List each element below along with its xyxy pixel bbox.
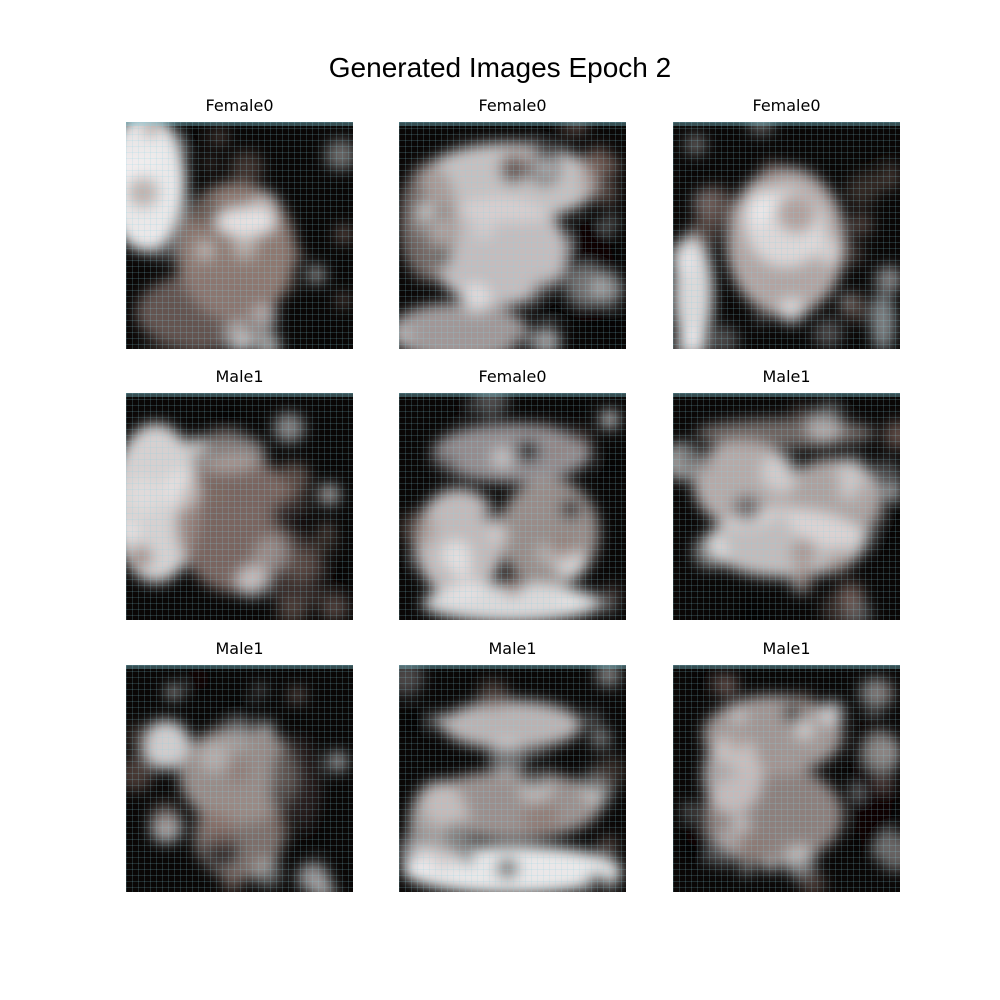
image-label: Female0 [478, 367, 547, 386]
generated-image [126, 122, 353, 349]
figure-title: Generated Images Epoch 2 [328, 52, 672, 83]
image-cell: Male1 [126, 639, 353, 892]
top-edge-tint [399, 665, 626, 669]
top-edge-tint [399, 393, 626, 397]
generated-face-image [673, 665, 900, 892]
image-label: Female0 [478, 96, 547, 115]
generated-image [673, 665, 900, 892]
generated-face-image [673, 393, 900, 620]
image-label: Male1 [215, 639, 264, 658]
checkerboard-artifact-overlay [399, 665, 626, 892]
image-cell: Female0 [126, 96, 353, 349]
checkerboard-artifact-overlay [126, 122, 353, 349]
image-label: Female0 [205, 96, 274, 115]
top-edge-tint [673, 393, 900, 397]
generated-face-image [399, 665, 626, 892]
checkerboard-artifact-overlay [399, 393, 626, 620]
checkerboard-artifact-overlay [126, 665, 353, 892]
checkerboard-artifact-overlay [673, 665, 900, 892]
checkerboard-artifact-overlay [126, 393, 353, 620]
top-edge-tint [399, 122, 626, 126]
generated-image [673, 122, 900, 349]
image-label: Male1 [762, 367, 811, 386]
top-edge-tint [126, 665, 353, 669]
generated-image [399, 665, 626, 892]
generated-image [126, 393, 353, 620]
generated-face-image [126, 122, 353, 349]
generated-face-image [399, 393, 626, 620]
generated-image [673, 393, 900, 620]
checkerboard-artifact-overlay [673, 122, 900, 349]
image-cell: Male1 [126, 367, 353, 620]
top-edge-tint [673, 665, 900, 669]
image-label: Male1 [762, 639, 811, 658]
image-cell: Male1 [399, 639, 626, 892]
checkerboard-artifact-overlay [399, 122, 626, 349]
generated-image [399, 393, 626, 620]
image-cell: Male1 [673, 367, 900, 620]
checkerboard-artifact-overlay [673, 393, 900, 620]
image-label: Female0 [752, 96, 821, 115]
top-edge-tint [126, 122, 353, 126]
top-edge-tint [673, 122, 900, 126]
image-cell: Female0 [673, 96, 900, 349]
generated-image [399, 122, 626, 349]
image-label: Male1 [215, 367, 264, 386]
top-edge-tint [126, 393, 353, 397]
generated-image [126, 665, 353, 892]
image-cell: Female0 [399, 367, 626, 620]
generated-face-image [126, 665, 353, 892]
generated-face-image [126, 393, 353, 620]
image-label: Male1 [488, 639, 537, 658]
image-cell: Female0 [399, 96, 626, 349]
generated-face-image [673, 122, 900, 349]
generated-face-image [399, 122, 626, 349]
image-cell: Male1 [673, 639, 900, 892]
